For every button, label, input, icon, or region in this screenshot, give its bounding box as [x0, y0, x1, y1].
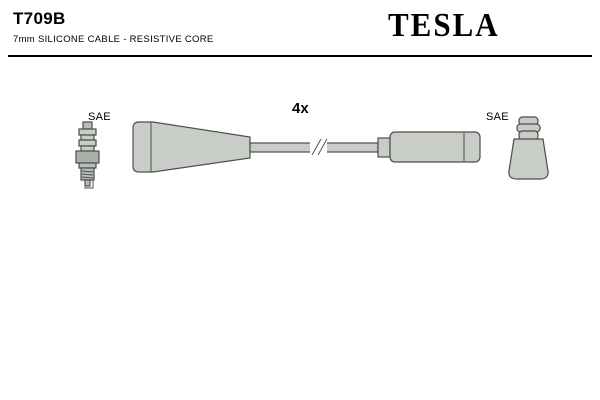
plug-boot-illustration [508, 116, 549, 180]
part-number: T709B [13, 9, 66, 28]
right-connector-label: SAE [486, 111, 509, 123]
cable-right-neck [377, 137, 391, 158]
cable-right-connector [389, 131, 481, 163]
product-subtitle: 7mm SILICONE CABLE - RESISTIVE CORE [13, 34, 214, 45]
left-connector-label: SAE [88, 111, 111, 123]
brand-logo: TESLA [388, 6, 500, 44]
spark-plug-illustration [75, 121, 100, 189]
cable-left-boot [132, 121, 251, 173]
header-divider [8, 55, 592, 57]
ignition-cable-illustration [132, 121, 481, 173]
quantity-label: 4x [292, 100, 309, 117]
